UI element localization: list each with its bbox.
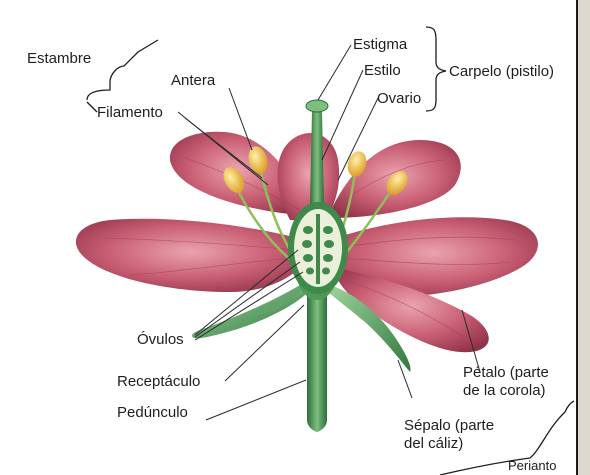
label-pedunculo: Pedúnculo	[117, 404, 188, 421]
filamento-bracket	[87, 102, 97, 112]
petal-left	[76, 219, 305, 292]
label-petalo-line1: Pétalo (parte	[463, 364, 549, 381]
label-estambre: Estambre	[27, 50, 91, 67]
label-ovario: Ovario	[377, 90, 421, 107]
label-antera: Antera	[171, 72, 215, 89]
label-petalo-line2: de la corola)	[463, 382, 546, 399]
estambre-bracket	[87, 40, 158, 100]
label-filamento: Filamento	[97, 104, 163, 121]
label-estigma: Estigma	[353, 36, 407, 53]
style	[310, 112, 324, 205]
peduncle-stem	[307, 285, 327, 432]
label-perianto: Perianto	[508, 457, 556, 474]
stigma	[306, 100, 328, 112]
label-estilo: Estilo	[364, 62, 401, 79]
label-sepalo-line1: Sépalo (parte	[404, 417, 494, 434]
carpelo-bracket	[426, 27, 446, 111]
sepal-left	[192, 285, 305, 338]
label-ovulos: Óvulos	[137, 331, 184, 348]
label-receptaculo: Receptáculo	[117, 373, 200, 390]
label-sepalo-line2: del cáliz)	[404, 435, 463, 452]
label-carpelo: Carpelo (pistilo)	[449, 63, 554, 80]
